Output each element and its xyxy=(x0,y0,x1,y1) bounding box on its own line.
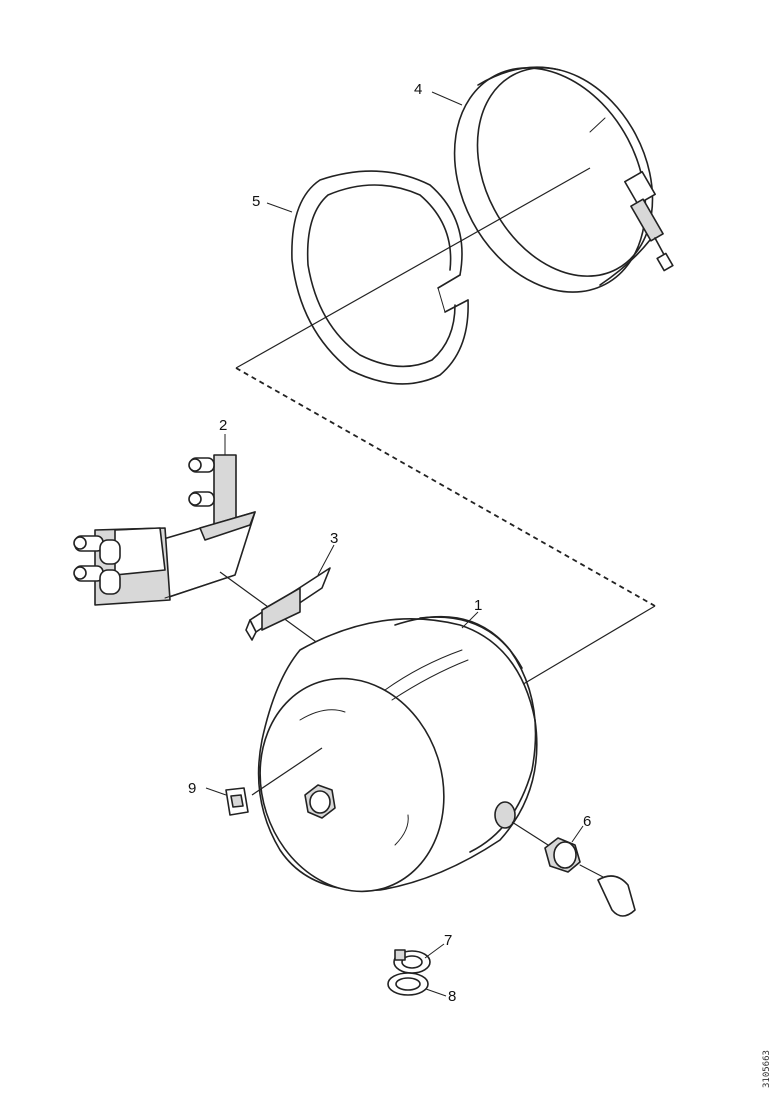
hose-clamp-icon xyxy=(387,949,431,996)
callout-1: 1 xyxy=(474,597,482,614)
rubber-strip-icon xyxy=(291,170,469,385)
callout-7: 7 xyxy=(444,932,452,949)
callout-9: 9 xyxy=(188,780,196,797)
leader-lines xyxy=(205,91,584,997)
callout-4: 4 xyxy=(414,81,422,98)
callout-3: 3 xyxy=(330,530,338,547)
callout-2: 2 xyxy=(219,417,227,434)
reference-code: 3105663 xyxy=(762,1050,772,1088)
callout-8: 8 xyxy=(448,988,456,1005)
label-plate-icon xyxy=(225,787,249,816)
rubber-pad-icon xyxy=(245,567,331,641)
drain-valve-icon xyxy=(544,837,636,917)
tensioning-strap-icon xyxy=(453,66,674,293)
mounting-bracket-icon xyxy=(73,454,256,606)
callout-5: 5 xyxy=(252,193,260,210)
air-tank-icon xyxy=(257,615,538,893)
callout-6: 6 xyxy=(583,813,591,830)
